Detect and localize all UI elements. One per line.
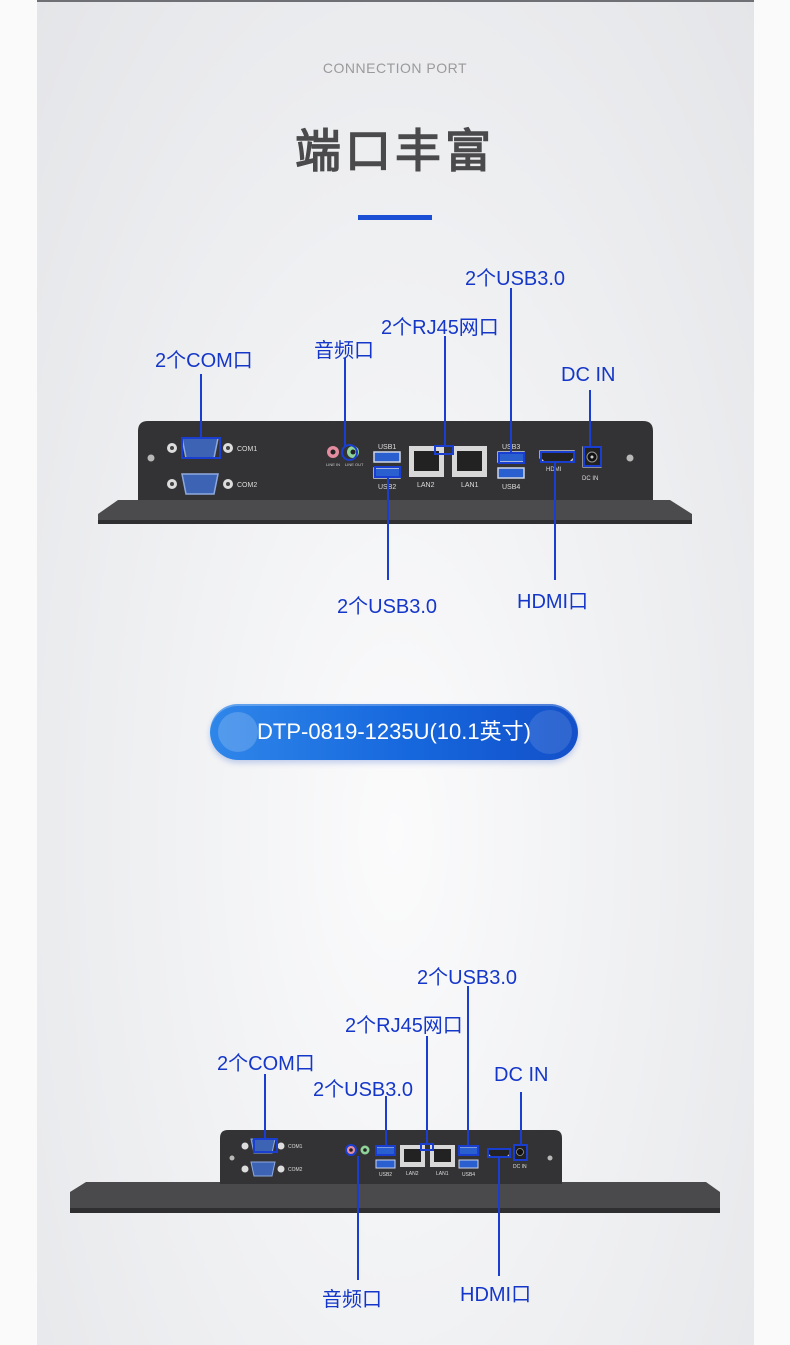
d2-audio-highlight	[345, 1144, 357, 1156]
section-kicker: CONNECTION PORT	[322, 60, 468, 76]
d1-com-highlight	[181, 437, 221, 459]
d1-audio-line	[344, 358, 346, 446]
dcin-silk: DC IN	[582, 476, 598, 482]
line-in-silk: LINE IN	[326, 462, 340, 467]
line-out-silk: LINE OUT	[345, 462, 364, 467]
d2-usb4-silk: USB4	[462, 1172, 475, 1178]
d2-hdmi-label: HDMI口	[460, 1284, 532, 1306]
d2-rj45-highlight	[420, 1143, 434, 1151]
d2-usb-left-label: 2个USB3.0	[313, 1079, 414, 1101]
d2-rj45-label: 2个RJ45网口	[345, 1015, 463, 1037]
section-title: 端口丰富	[295, 125, 495, 177]
d1-rj45-label: 2个RJ45网口	[381, 317, 499, 339]
lan1-silk: LAN1	[461, 482, 479, 489]
d2-lan2-silk: LAN2	[406, 1171, 419, 1177]
lan2-port: LAN2	[409, 446, 444, 489]
lan1-port: LAN1	[452, 446, 487, 489]
d1-usb-top-line	[510, 288, 512, 453]
d1-hdmi-line	[554, 462, 556, 580]
d2-audio-label: 音频口	[322, 1289, 382, 1311]
d2-dcin-label: DC IN	[494, 1064, 549, 1086]
d2-dcin-silk: DC IN	[513, 1164, 527, 1170]
d2-audio-line	[357, 1156, 359, 1280]
d1-dc-highlight	[583, 446, 602, 467]
d2-com2-silk: COM2	[288, 1167, 303, 1173]
model-badge: DTP-0819-1235U(10.1英寸)	[210, 704, 578, 760]
d1-hdmi-label: HDMI口	[517, 591, 589, 613]
d2-com1-silk: COM1	[288, 1144, 303, 1150]
d1-usb-bottom-line	[387, 477, 389, 580]
title-underline	[358, 215, 432, 220]
com1-silk: COM1	[237, 446, 257, 453]
usb1-silk: USB1	[378, 444, 396, 451]
device-1-bezel	[98, 500, 692, 524]
d2-usb-top-label: 2个USB3.0	[417, 967, 518, 989]
d2-usb2-silk: USB2	[379, 1172, 392, 1178]
d1-dc-line	[589, 390, 591, 447]
d2-rj45-line	[426, 1036, 428, 1144]
device-2-body	[220, 1130, 562, 1184]
device-1-io-panel: COM1 COM2 LINE IN LINE OUT USB1 USB2 LAN…	[98, 421, 692, 524]
d1-hdmi-highlight	[540, 451, 575, 463]
hdmi-silk: HDMI	[546, 467, 562, 473]
com2-silk: COM2	[237, 482, 257, 489]
d2-usb-top-line	[467, 986, 469, 1146]
d2-com-highlight	[253, 1138, 278, 1153]
d1-audio-label: 音频口	[314, 340, 374, 362]
lan2-silk: LAN2	[417, 482, 435, 489]
d2-dc-highlight	[513, 1144, 528, 1161]
device-2-bezel	[70, 1182, 720, 1212]
d2-usb-left-line	[385, 1096, 387, 1146]
d2-com-label: 2个COM口	[217, 1053, 315, 1075]
d2-lan1-silk: LAN1	[436, 1171, 449, 1177]
model-badge-text: DTP-0819-1235U(10.1英寸)	[257, 719, 531, 744]
d1-dcin-label: DC IN	[561, 364, 616, 386]
d2-dc-line	[520, 1092, 522, 1145]
d1-usb-bottom-label: 2个USB3.0	[337, 596, 438, 618]
background-panel	[37, 0, 754, 1345]
d1-lan-highlight	[434, 445, 454, 455]
d2-com2-port: COM2	[241, 1161, 303, 1177]
d2-usb-top-highlight	[458, 1145, 479, 1156]
usb4-silk: USB4	[502, 484, 520, 491]
d1-com-line	[200, 374, 202, 438]
d2-hdmi-line	[498, 1158, 500, 1276]
device-2-io-panel: COM1 COM2 USB2 LAN2 LAN1 USB4 DC IN	[70, 1130, 720, 1213]
d2-usb-left-highlight	[375, 1145, 396, 1156]
d2-hdmi-highlight	[487, 1148, 511, 1158]
d1-usb-top-highlight	[498, 452, 525, 464]
d1-com-label: 2个COM口	[155, 350, 253, 372]
d2-com-line	[264, 1074, 266, 1139]
d1-audio-highlight	[341, 444, 358, 461]
d1-rj45-line	[444, 336, 446, 446]
d1-usb-top-label: 2个USB3.0	[465, 268, 566, 290]
com2-port: COM2	[167, 473, 257, 495]
top-divider	[37, 0, 754, 2]
